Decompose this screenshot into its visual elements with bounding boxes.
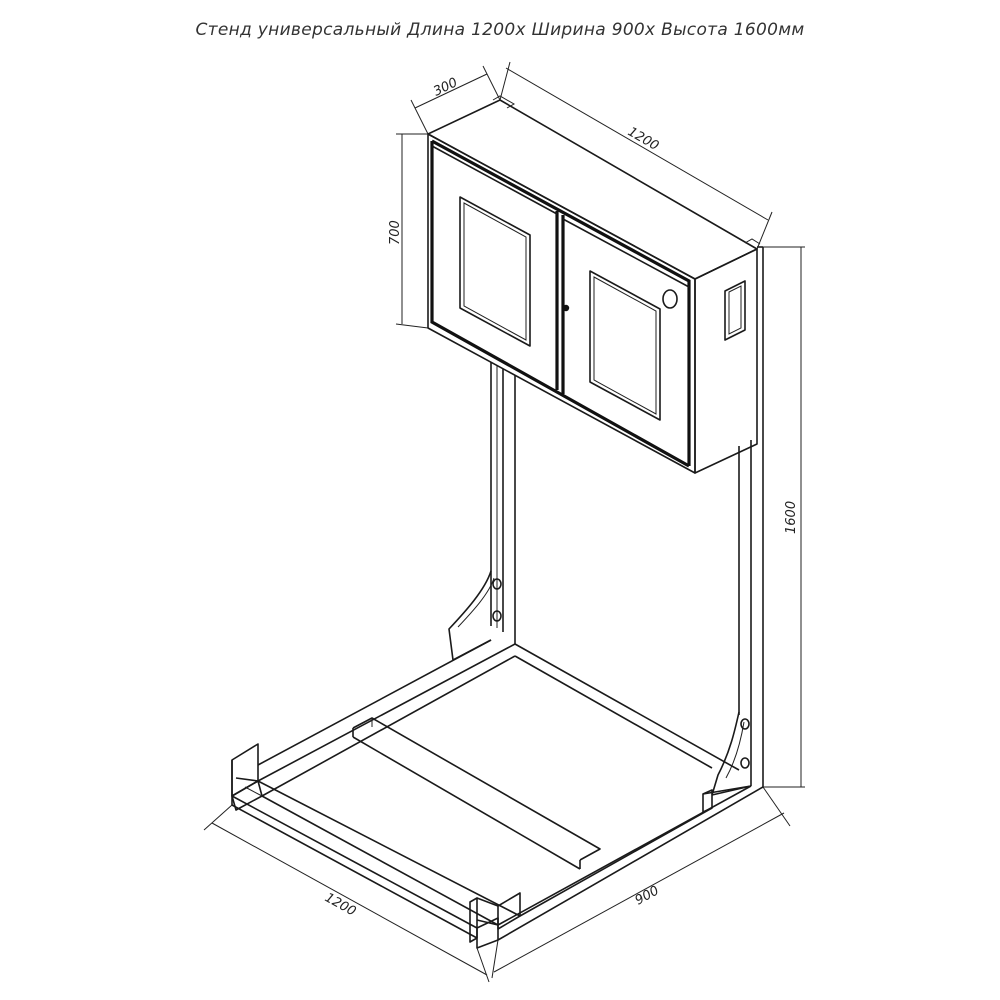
dim-base-width: 900: [633, 883, 662, 908]
dim-cabinet-length: 1200: [625, 124, 661, 154]
dim-cabinet-depth: 300: [431, 75, 460, 99]
rear-left-upright: [448, 362, 516, 661]
lock-icon: [662, 289, 678, 309]
dimension-lines: [203, 61, 805, 983]
dim-cabinet-height: 700: [388, 220, 403, 245]
front-left-foot: [231, 743, 263, 811]
right-door-window: [589, 270, 661, 421]
base-frame: [231, 639, 764, 941]
rear-right-foot: [702, 785, 752, 813]
dim-stand-height: 1600: [784, 501, 799, 534]
drawing-title: Стенд универсальный Длина 1200х Ширина 9…: [195, 20, 805, 40]
side-panel-vent: [724, 280, 746, 341]
door-handle-icon: [562, 304, 570, 312]
dim-base-length: 1200: [322, 890, 358, 919]
front-right-foot: [469, 892, 521, 949]
wall-cabinet: [427, 95, 761, 474]
left-door-window: [459, 196, 531, 347]
